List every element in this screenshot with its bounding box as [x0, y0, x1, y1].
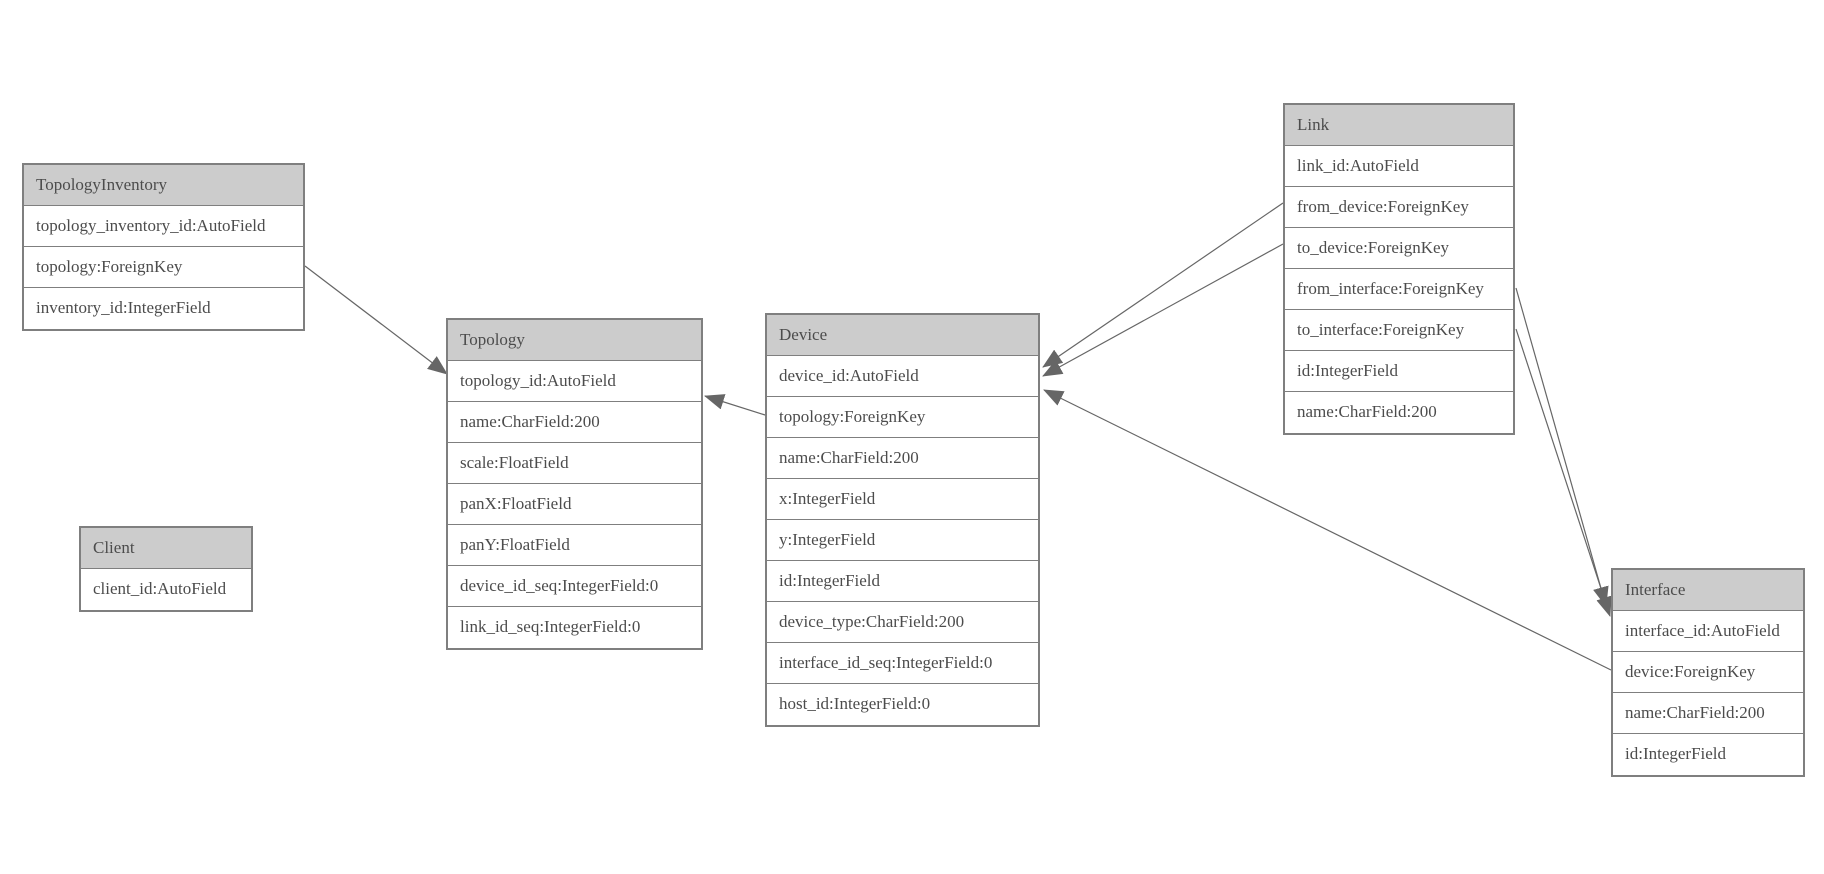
entity-field: from_device:ForeignKey: [1285, 187, 1513, 228]
edge-link-frominterface-to-interface: [1515, 287, 1609, 607]
entity-field: panY:FloatField: [448, 525, 701, 566]
entity-field: name:CharField:200: [1285, 392, 1513, 433]
entity-field: id:IntegerField: [767, 561, 1038, 602]
edge-link-fromdevice-to-device: [1042, 202, 1284, 368]
entity-field: device_id:AutoField: [767, 356, 1038, 397]
entity-field: link_id:AutoField: [1285, 146, 1513, 187]
entity-device-title: Device: [767, 315, 1038, 356]
edge-topologyinventory-to-topology: [304, 265, 448, 375]
entity-field: device:ForeignKey: [1613, 652, 1803, 693]
edge-link-todevice-to-device: [1042, 243, 1284, 377]
entity-field: x:IntegerField: [767, 479, 1038, 520]
entity-field: panX:FloatField: [448, 484, 701, 525]
entity-field: interface_id_seq:IntegerField:0: [767, 643, 1038, 684]
entity-field: id:IntegerField: [1613, 734, 1803, 775]
entity-field: to_device:ForeignKey: [1285, 228, 1513, 269]
entity-link-title: Link: [1285, 105, 1513, 146]
entity-field: device_id_seq:IntegerField:0: [448, 566, 701, 607]
entity-field: name:CharField:200: [1613, 693, 1803, 734]
entity-field: link_id_seq:IntegerField:0: [448, 607, 701, 648]
entity-topology: Topology topology_id:AutoField name:Char…: [446, 318, 703, 650]
entity-topologyinventory: TopologyInventory topology_inventory_id:…: [22, 163, 305, 331]
entity-client: Client client_id:AutoField: [79, 526, 253, 612]
edge-link-tointerface-to-interface: [1515, 328, 1612, 617]
entity-device: Device device_id:AutoField topology:Fore…: [765, 313, 1040, 727]
entity-field: name:CharField:200: [448, 402, 701, 443]
entity-field: topology:ForeignKey: [767, 397, 1038, 438]
entity-field: inventory_id:IntegerField: [24, 288, 303, 329]
entity-field: host_id:IntegerField:0: [767, 684, 1038, 725]
entity-field: to_interface:ForeignKey: [1285, 310, 1513, 351]
entity-field: id:IntegerField: [1285, 351, 1513, 392]
entity-field: interface_id:AutoField: [1613, 611, 1803, 652]
entity-client-title: Client: [81, 528, 251, 569]
entity-interface: Interface interface_id:AutoField device:…: [1611, 568, 1805, 777]
entity-field: name:CharField:200: [767, 438, 1038, 479]
entity-link: Link link_id:AutoField from_device:Forei…: [1283, 103, 1515, 435]
entity-interface-title: Interface: [1613, 570, 1803, 611]
entity-field: client_id:AutoField: [81, 569, 251, 610]
entity-field: device_type:CharField:200: [767, 602, 1038, 643]
entity-field: topology:ForeignKey: [24, 247, 303, 288]
entity-field: topology_id:AutoField: [448, 361, 701, 402]
entity-field: from_interface:ForeignKey: [1285, 269, 1513, 310]
entity-topologyinventory-title: TopologyInventory: [24, 165, 303, 206]
edge-device-to-topology: [704, 394, 766, 416]
entity-field: topology_inventory_id:AutoField: [24, 206, 303, 247]
entity-topology-title: Topology: [448, 320, 701, 361]
entity-field: y:IntegerField: [767, 520, 1038, 561]
entity-field: scale:FloatField: [448, 443, 701, 484]
